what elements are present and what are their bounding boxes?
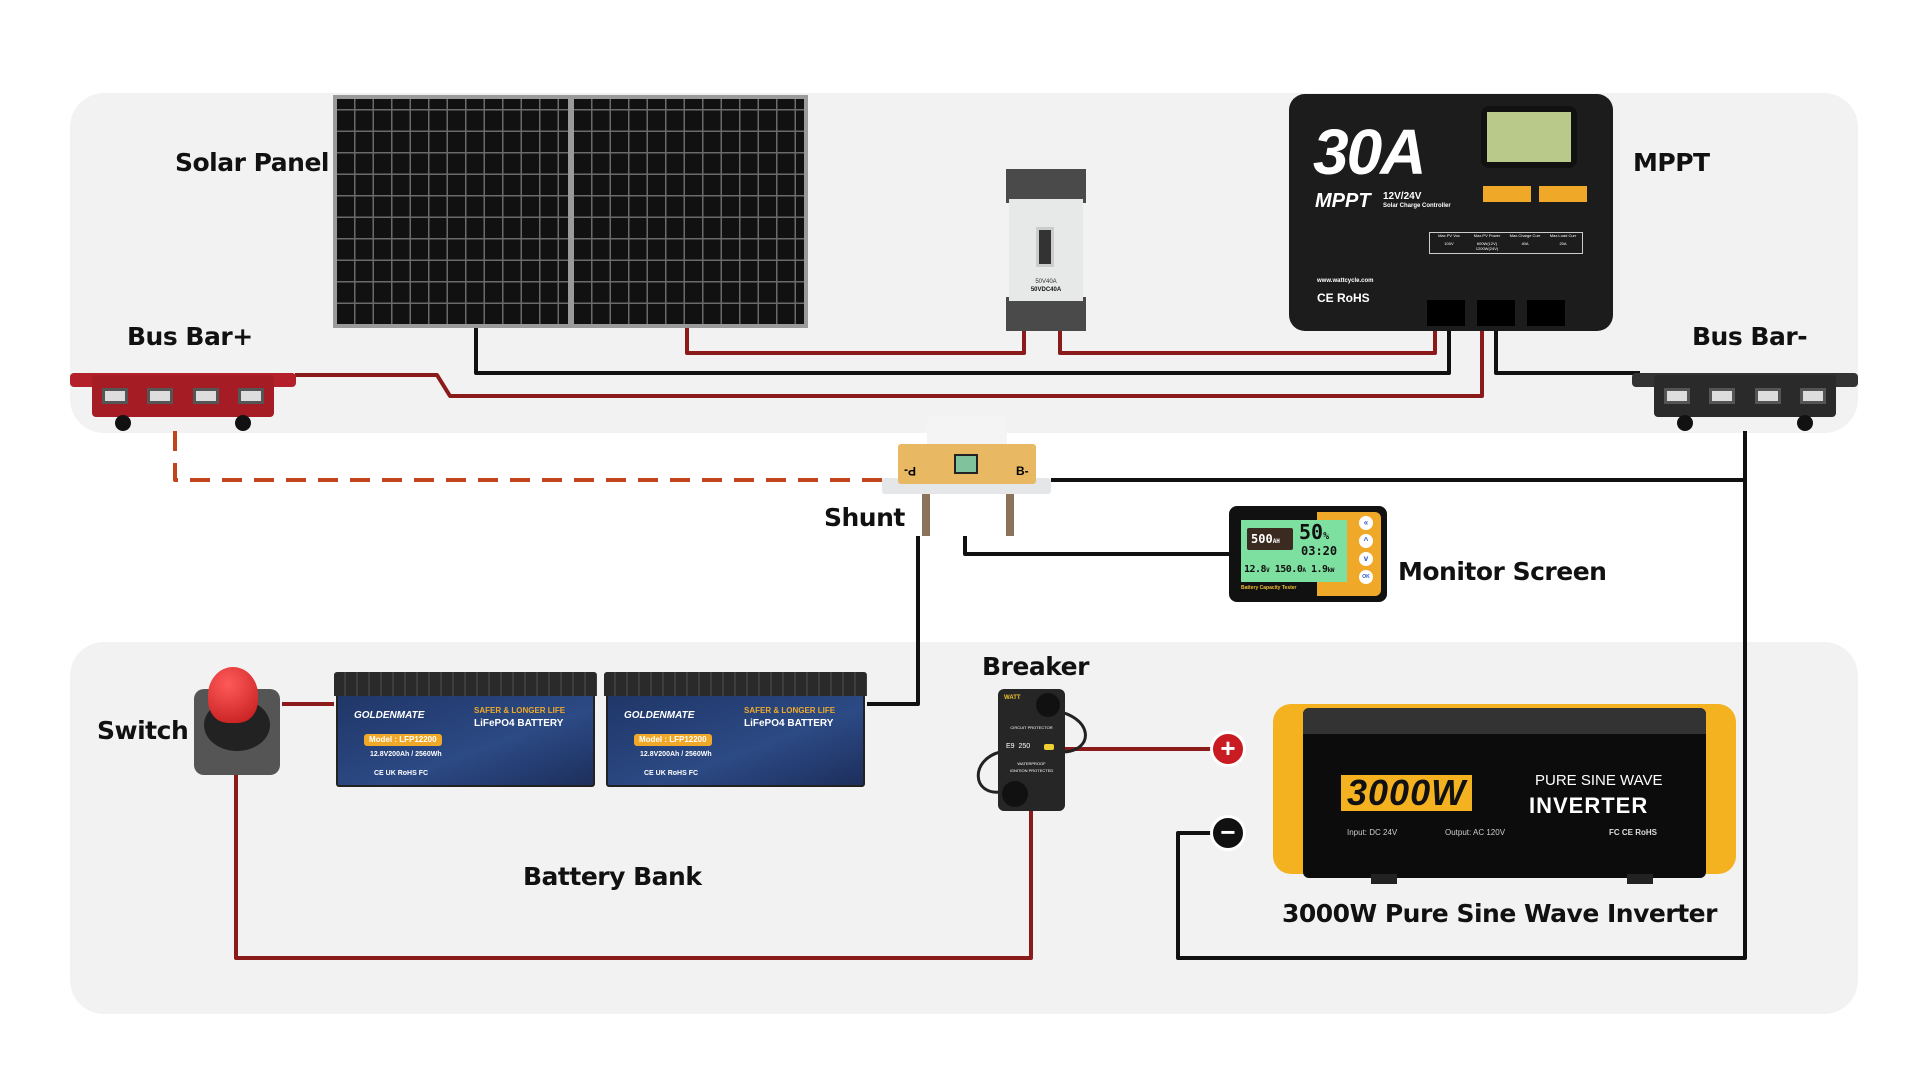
- wire-shunt-to-battery: [867, 536, 920, 706]
- wire-busbar-pos-dashed: [173, 431, 890, 482]
- battery-switch[interactable]: [192, 667, 282, 775]
- mppt-terminals: [1427, 300, 1565, 326]
- label-shunt: Shunt: [824, 503, 905, 532]
- inverter-positive-terminal[interactable]: +: [1210, 731, 1246, 767]
- label-battery-bank: Battery Bank: [523, 862, 702, 891]
- label-bus-bar-negative: Bus Bar-: [1692, 322, 1808, 351]
- solar-panel: [333, 95, 808, 328]
- mppt-lcd: [1481, 106, 1577, 168]
- label-solar-panel: Solar Panel: [175, 148, 330, 177]
- label-monitor-screen: Monitor Screen: [1398, 557, 1607, 586]
- mppt-controller: 30A MPPT 12V/24V Solar Charge Controller…: [1289, 94, 1613, 331]
- up-button[interactable]: ^: [1359, 534, 1373, 548]
- mppt-voltage: 12V/24V: [1383, 191, 1422, 202]
- shunt-label-b: B-: [1016, 464, 1029, 478]
- shunt-connector: [954, 454, 978, 474]
- wire-solar-positive: [685, 328, 1026, 355]
- breaker-toggle: [1036, 227, 1054, 267]
- circuit-breaker[interactable]: WATT CIRCUIT PROTECTOR E9 250 WATERPROOF…: [998, 689, 1065, 811]
- mppt-subtitle: Solar Charge Controller: [1383, 203, 1451, 209]
- battery-icon: 500AH: [1247, 528, 1293, 550]
- mppt-buttons: [1483, 186, 1587, 202]
- mppt-rating: 30A: [1313, 116, 1426, 188]
- breaker-rating: 50V40A: [1035, 279, 1057, 285]
- wire-busbar-pos-to-mppt: [295, 318, 1484, 398]
- mppt-certs: CE RoHS: [1317, 291, 1370, 305]
- monitor-time: 03:20: [1301, 544, 1338, 558]
- label-switch: Switch: [97, 716, 189, 745]
- wire-solar-negative: [474, 318, 1451, 375]
- monitor-lcd: 500AH 50% 03:20 12.8V 150.0A 1.9kW: [1241, 520, 1347, 582]
- bus-bar-positive: [70, 365, 296, 431]
- monitor-percent: 50: [1299, 520, 1324, 544]
- inverter: 3000W PURE SINE WAVE INVERTER Input: DC …: [1273, 704, 1736, 884]
- wire-shunt-to-inverter-neg: [1051, 478, 1747, 960]
- pv-circuit-breaker: 50V40A 50VDC40A: [1006, 169, 1086, 331]
- battery-2: GOLDENMATE SAFER & LONGER LIFE LiFePO4 B…: [604, 672, 867, 787]
- inverter-wattage: 3000W: [1341, 775, 1473, 811]
- shunt-label-p: P-: [904, 464, 916, 478]
- back-button[interactable]: «: [1359, 516, 1373, 530]
- wire-switch-to-breaker: [234, 775, 1033, 960]
- switch-knob[interactable]: [208, 667, 258, 723]
- monitor-buttons: « ^ v OK: [1359, 516, 1373, 584]
- battery-1: GOLDENMATE SAFER & LONGER LIFE LiFePO4 B…: [334, 672, 597, 787]
- label-mppt: MPPT: [1633, 148, 1710, 177]
- shunt: P- B-: [882, 416, 1051, 536]
- mppt-model: MPPT: [1315, 190, 1371, 212]
- mppt-website: www.wattcycle.com: [1317, 278, 1374, 284]
- wire-shunt-to-monitor: [963, 536, 1229, 556]
- down-button[interactable]: v: [1359, 552, 1373, 566]
- inverter-negative-terminal[interactable]: −: [1210, 815, 1246, 851]
- label-bus-bar-positive: Bus Bar+: [127, 322, 253, 351]
- breaker-rating-dc: 50VDC40A: [1030, 287, 1062, 293]
- wire-mppt-to-busbar-neg: [1494, 318, 1640, 375]
- label-inverter: 3000W Pure Sine Wave Inverter: [1282, 899, 1717, 928]
- battery-monitor: 500AH 50% 03:20 12.8V 150.0A 1.9kW Batte…: [1229, 506, 1387, 602]
- monitor-footer: Battery Capacity Tester: [1241, 585, 1297, 591]
- ok-button[interactable]: OK: [1359, 570, 1373, 584]
- label-breaker: Breaker: [982, 652, 1089, 681]
- bus-bar-negative: [1632, 365, 1858, 431]
- wire-pv-to-mppt: [1058, 318, 1437, 355]
